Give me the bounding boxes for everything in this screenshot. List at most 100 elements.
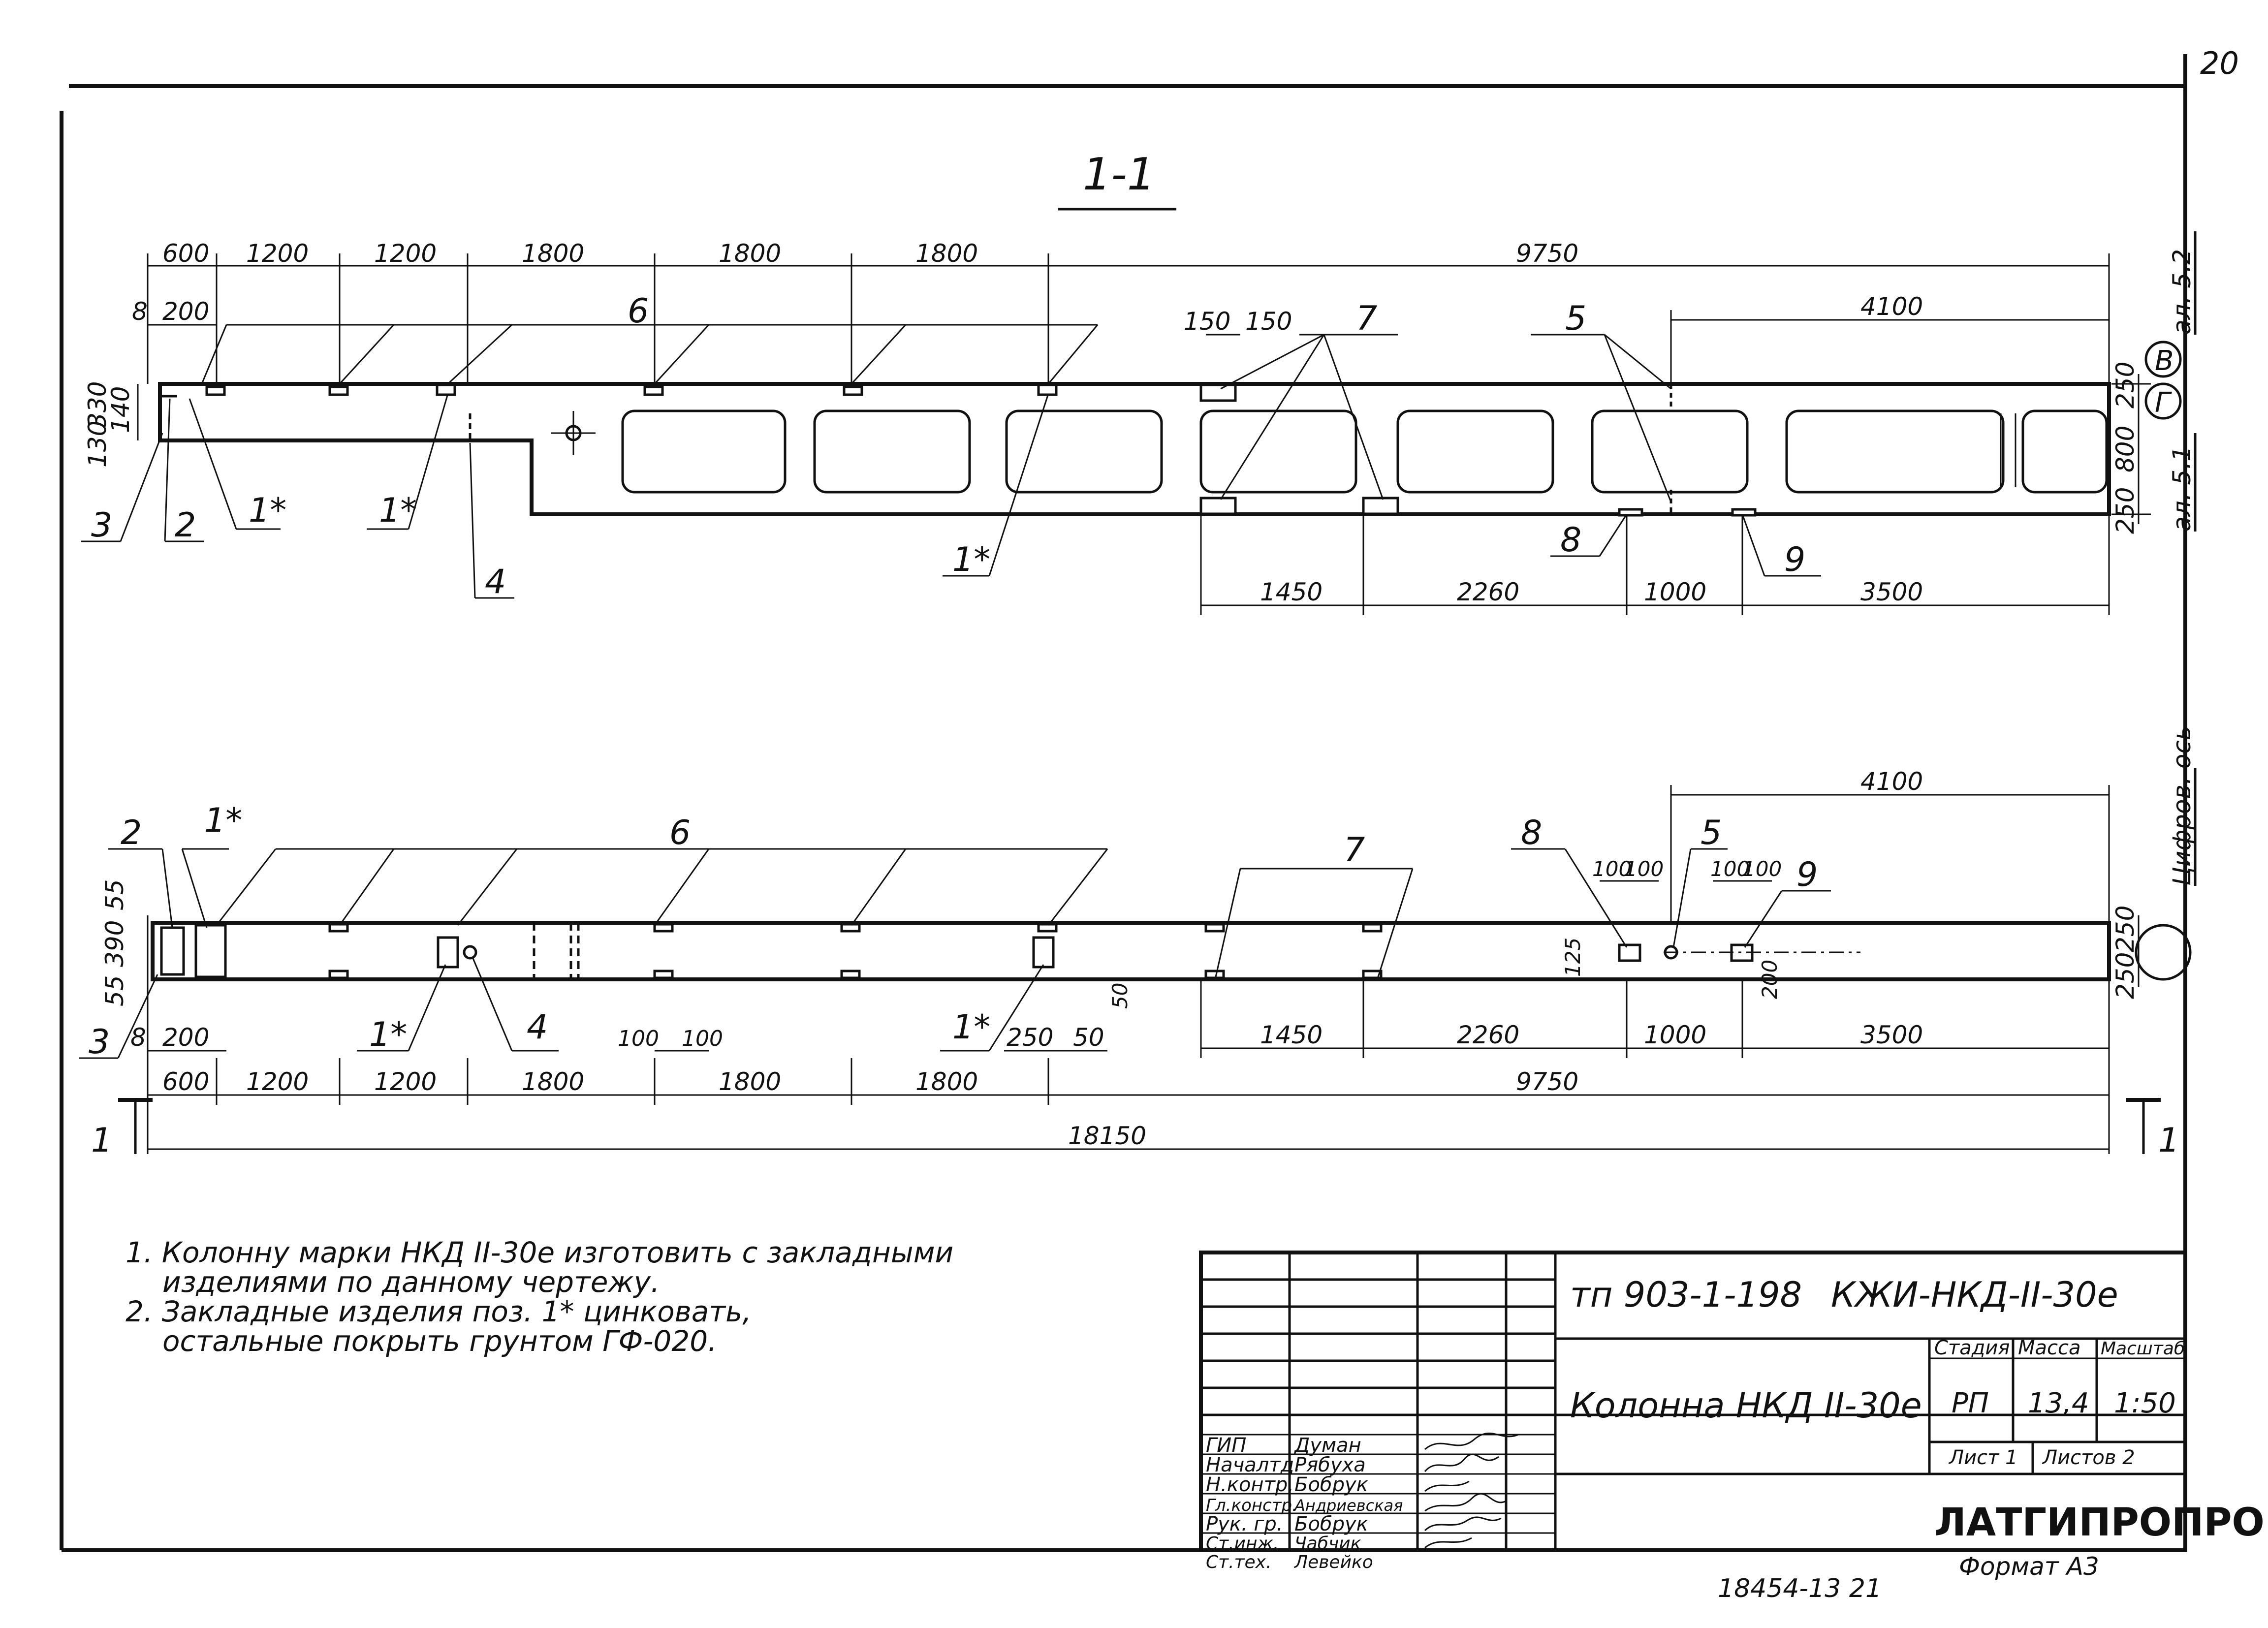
drawing-label: 130 <box>83 421 112 468</box>
drawing-label: 800 <box>2111 426 2140 472</box>
drawing-label: 125 <box>1561 938 1585 977</box>
drawing-label: 50 <box>1073 1023 1104 1052</box>
title-block-frame <box>1199 1251 2187 1552</box>
drawing-label: 100 <box>1624 857 1664 881</box>
drawing-stroke <box>161 848 173 928</box>
axis-bubble <box>2144 382 2182 420</box>
drawing-label: 1800 <box>719 1067 781 1096</box>
embedded-item <box>1037 383 1058 396</box>
drawing-label: 2 <box>121 814 142 852</box>
drawing-label: Левейко <box>1293 1552 1373 1572</box>
drawing-label: ГИП <box>1206 1434 1246 1457</box>
view1-axis-markers: В Г ал. 5.2 ал. 5.1 <box>2144 231 2197 532</box>
drawing-stroke <box>339 324 395 385</box>
note-line: 1. Колонну марки НКД II-30е изготовить с… <box>126 1236 953 1269</box>
drawing-label: 1* <box>369 1015 407 1054</box>
drawing-label: 1 <box>2158 1121 2179 1160</box>
drawing-label: 55 <box>100 879 129 910</box>
drawing-stroke <box>988 393 1049 576</box>
signatures <box>1424 1432 1519 1549</box>
doc-mark: КЖИ-НКД-II-30е <box>1831 1275 2118 1315</box>
drawing-stroke <box>1744 890 1783 948</box>
drawing-stroke <box>1047 848 1108 926</box>
drawing-stroke <box>1204 923 1225 933</box>
drawing-stroke <box>1032 936 1055 969</box>
embedded-item <box>328 385 349 396</box>
drawing-label: 100 <box>1710 857 1750 881</box>
drawing-label: 250 <box>2111 906 2140 952</box>
view2-column-outline <box>151 921 2111 981</box>
drawing-stroke <box>457 848 518 926</box>
drawing-stroke <box>1424 1537 1472 1549</box>
drawing-stroke <box>1424 1493 1507 1512</box>
embedded-item <box>843 385 863 396</box>
drawing-label: 8 <box>1521 814 1542 852</box>
drawing-stroke <box>653 970 674 979</box>
drawing-stroke <box>1741 514 1765 576</box>
drawing-stroke <box>408 393 449 530</box>
drawing-label: 4 <box>527 1008 548 1047</box>
drawing-label: 140 <box>106 386 135 433</box>
axis-bubble <box>2135 924 2192 981</box>
drawing-label: 3 <box>89 1023 110 1062</box>
drawing-label: 8 <box>1560 521 1581 560</box>
drawing-stroke <box>1424 1453 1499 1472</box>
drawing-stroke <box>850 324 907 385</box>
view2-callouts: 2 1* 6 7 8 5 9 3 1 <box>79 801 1831 1062</box>
drawing-label: 1450 <box>1260 578 1323 606</box>
overall-length: 18150 <box>1068 1122 1146 1150</box>
drawing-stroke <box>1204 970 1225 979</box>
note-line: изделиями по данному чертежу. <box>162 1265 660 1299</box>
drawing-label: Бобрук <box>1294 1513 1368 1535</box>
drawing-label: 150 <box>1245 307 1292 336</box>
opening <box>1005 409 1163 494</box>
drawing-stroke <box>120 433 163 542</box>
drawing-label: 1800 <box>915 1067 978 1096</box>
drawing-stroke <box>1362 970 1383 979</box>
drawing-label: 1* <box>249 491 286 530</box>
drawing-stroke <box>201 324 227 384</box>
embedded-item <box>1199 497 1237 515</box>
drawing-label: 50 <box>1108 983 1132 1009</box>
drawing-label: 1450 <box>1260 1021 1323 1049</box>
drawing-stroke <box>216 848 277 926</box>
drawing-label: 200 <box>162 297 209 326</box>
drawing-stroke <box>469 442 476 598</box>
drawing-label: 1800 <box>522 239 584 268</box>
drawing-label: Гл.констр. <box>1206 1496 1297 1515</box>
drawing-label: 1* <box>952 540 990 579</box>
drawing-label: 3500 <box>1860 578 1923 606</box>
drawing-stroke <box>408 964 446 1051</box>
drawing-stroke <box>472 957 513 1051</box>
drawing-stroke <box>654 848 710 926</box>
drawing-label: ал. 5.1 <box>2168 446 2196 532</box>
drawing-label: Рябуха <box>1294 1454 1366 1476</box>
drawing-stroke <box>1047 324 1099 384</box>
element-name: Колонна НКД II-30е <box>1570 1385 1922 1426</box>
drawing-label: 1 <box>91 1121 112 1160</box>
drawing-stroke <box>1424 1480 1470 1492</box>
drawing-label: 13,4 <box>2028 1387 2089 1419</box>
drawing-label: Бобрук <box>1294 1473 1368 1496</box>
drawing-label: 1200 <box>374 1067 437 1096</box>
drawing-label: 6 <box>669 814 691 852</box>
opening <box>2021 409 2108 494</box>
drawing-label: Рук. гр. <box>1206 1513 1283 1535</box>
opening <box>1785 409 2005 494</box>
drawing-label: 1* <box>952 1008 990 1047</box>
drawing-label: 7 <box>1344 831 1365 870</box>
drawing-stroke <box>181 848 208 928</box>
drawing-label: 1000 <box>1644 1021 1706 1049</box>
drawing-label: 2260 <box>1457 1021 1519 1049</box>
org-name: ЛАТГИПРОПРОМ <box>1934 1501 2268 1545</box>
title-block: ГИП Началтд. Н.контр. Гл.констр. Рук. гр… <box>1199 1251 2268 1572</box>
drawing-stroke <box>1672 848 1692 948</box>
view2-dimensions: 4100 100 100 100 100 55 390 55 250 250 1… <box>100 767 2140 1154</box>
drawing-label: 4100 <box>1860 292 1923 321</box>
format-label: Формат А3 <box>1959 1552 2099 1581</box>
drawing-label: 9750 <box>1516 1067 1578 1096</box>
drawing-stroke <box>189 398 237 530</box>
drawing-label: 200 <box>162 1023 209 1052</box>
section-title: 1-1 <box>1083 149 1155 200</box>
drawing-stroke <box>1215 868 1241 977</box>
